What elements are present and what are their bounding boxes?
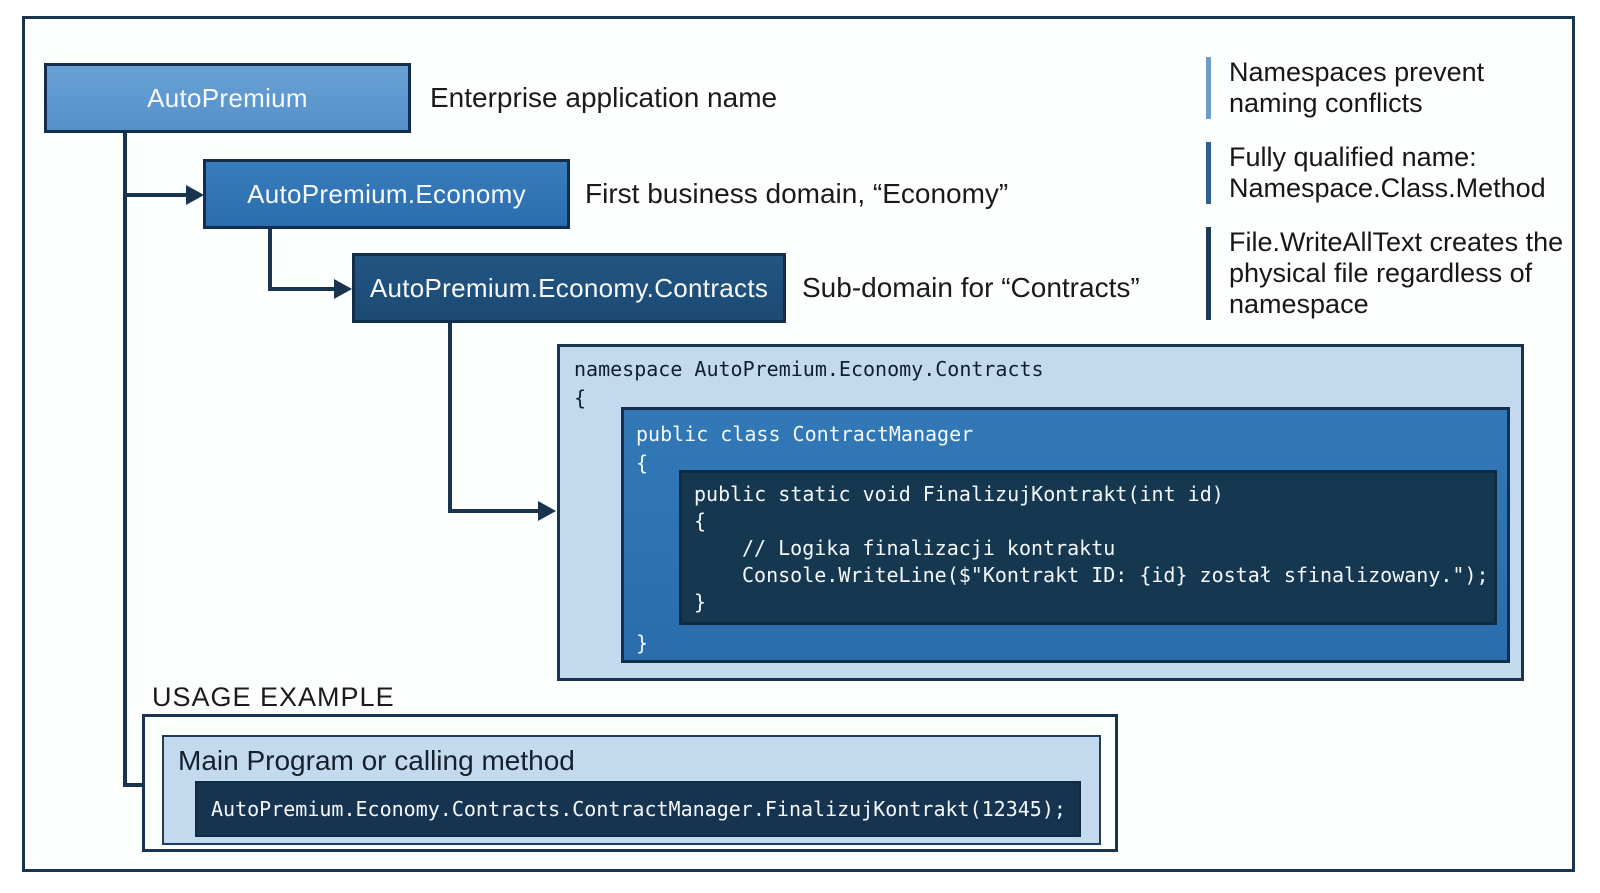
side-note-fully-qualified: Fully qualified name: Namespace.Class.Me…: [1206, 142, 1546, 204]
usage-example-title: USAGE EXAMPLE: [152, 682, 395, 712]
side-note-naming-conflicts: Namespaces prevent naming conflicts: [1206, 57, 1484, 119]
hierarchy-box-autopremium: AutoPremium: [44, 63, 411, 133]
class-close-brace: }: [636, 631, 649, 655]
method-code-block: public static void FinalizujKontrakt(int…: [679, 470, 1497, 625]
connector-economy-vertical: [268, 229, 272, 291]
connector-to-code-block: [448, 509, 538, 513]
connector-contracts-vertical: [448, 323, 452, 513]
side-note-text: Fully qualified name: Namespace.Class.Me…: [1229, 142, 1546, 203]
console-writeline-statement: Console.WriteLine($"Kontrakt ID: {id} zo…: [742, 563, 1489, 587]
annotation-business-domain: First business domain, “Economy”: [585, 178, 1009, 209]
connector-to-contracts: [268, 287, 334, 291]
namespace-code-block: namespace AutoPremium.Economy.Contracts …: [557, 344, 1524, 681]
connector-to-usage: [123, 783, 149, 787]
connector-to-economy: [123, 193, 187, 197]
annotation-sub-domain: Sub-domain for “Contracts”: [802, 272, 1140, 303]
usage-code-line: AutoPremium.Economy.Contracts.ContractMa…: [211, 797, 1066, 821]
class-code-block: public class ContractManager { public st…: [621, 407, 1510, 663]
method-open-brace: {: [694, 509, 707, 533]
usage-example-box: Main Program or calling method AutoPremi…: [142, 714, 1118, 852]
hierarchy-box-label: AutoPremium: [147, 82, 308, 113]
note-accent-bar: [1206, 57, 1211, 119]
hierarchy-box-label: AutoPremium.Economy: [247, 178, 526, 209]
side-note-writealltext: File.WriteAllText creates the physical f…: [1206, 227, 1563, 320]
arrow-right-icon: [186, 185, 204, 205]
hierarchy-box-economy: AutoPremium.Economy: [203, 159, 570, 229]
namespace-declaration: namespace AutoPremium.Economy.Contracts: [574, 357, 1044, 381]
annotation-enterprise-app: Enterprise application name: [430, 82, 778, 113]
side-note-text: Namespaces prevent naming conflicts: [1229, 57, 1485, 118]
side-note-text: File.WriteAllText creates the physical f…: [1229, 227, 1564, 319]
connector-root-vertical: [123, 133, 127, 787]
usage-code-strip: AutoPremium.Economy.Contracts.ContractMa…: [195, 781, 1081, 837]
arrow-right-icon: [538, 501, 556, 521]
hierarchy-box-label: AutoPremium.Economy.Contracts: [369, 272, 769, 303]
method-declaration: public static void FinalizujKontrakt(int…: [694, 482, 1224, 506]
arrow-right-icon: [334, 279, 352, 299]
usage-example-inner-box: Main Program or calling method AutoPremi…: [162, 735, 1101, 845]
class-open-brace: {: [636, 451, 649, 475]
class-declaration: public class ContractManager: [636, 422, 974, 446]
hierarchy-box-contracts: AutoPremium.Economy.Contracts: [352, 253, 786, 323]
method-close-brace: }: [694, 590, 707, 614]
note-accent-bar: [1206, 227, 1211, 320]
usage-header: Main Program or calling method: [178, 745, 575, 776]
note-accent-bar: [1206, 142, 1211, 204]
code-comment: // Logika finalizacji kontraktu: [742, 536, 1116, 560]
namespace-open-brace: {: [574, 386, 587, 410]
